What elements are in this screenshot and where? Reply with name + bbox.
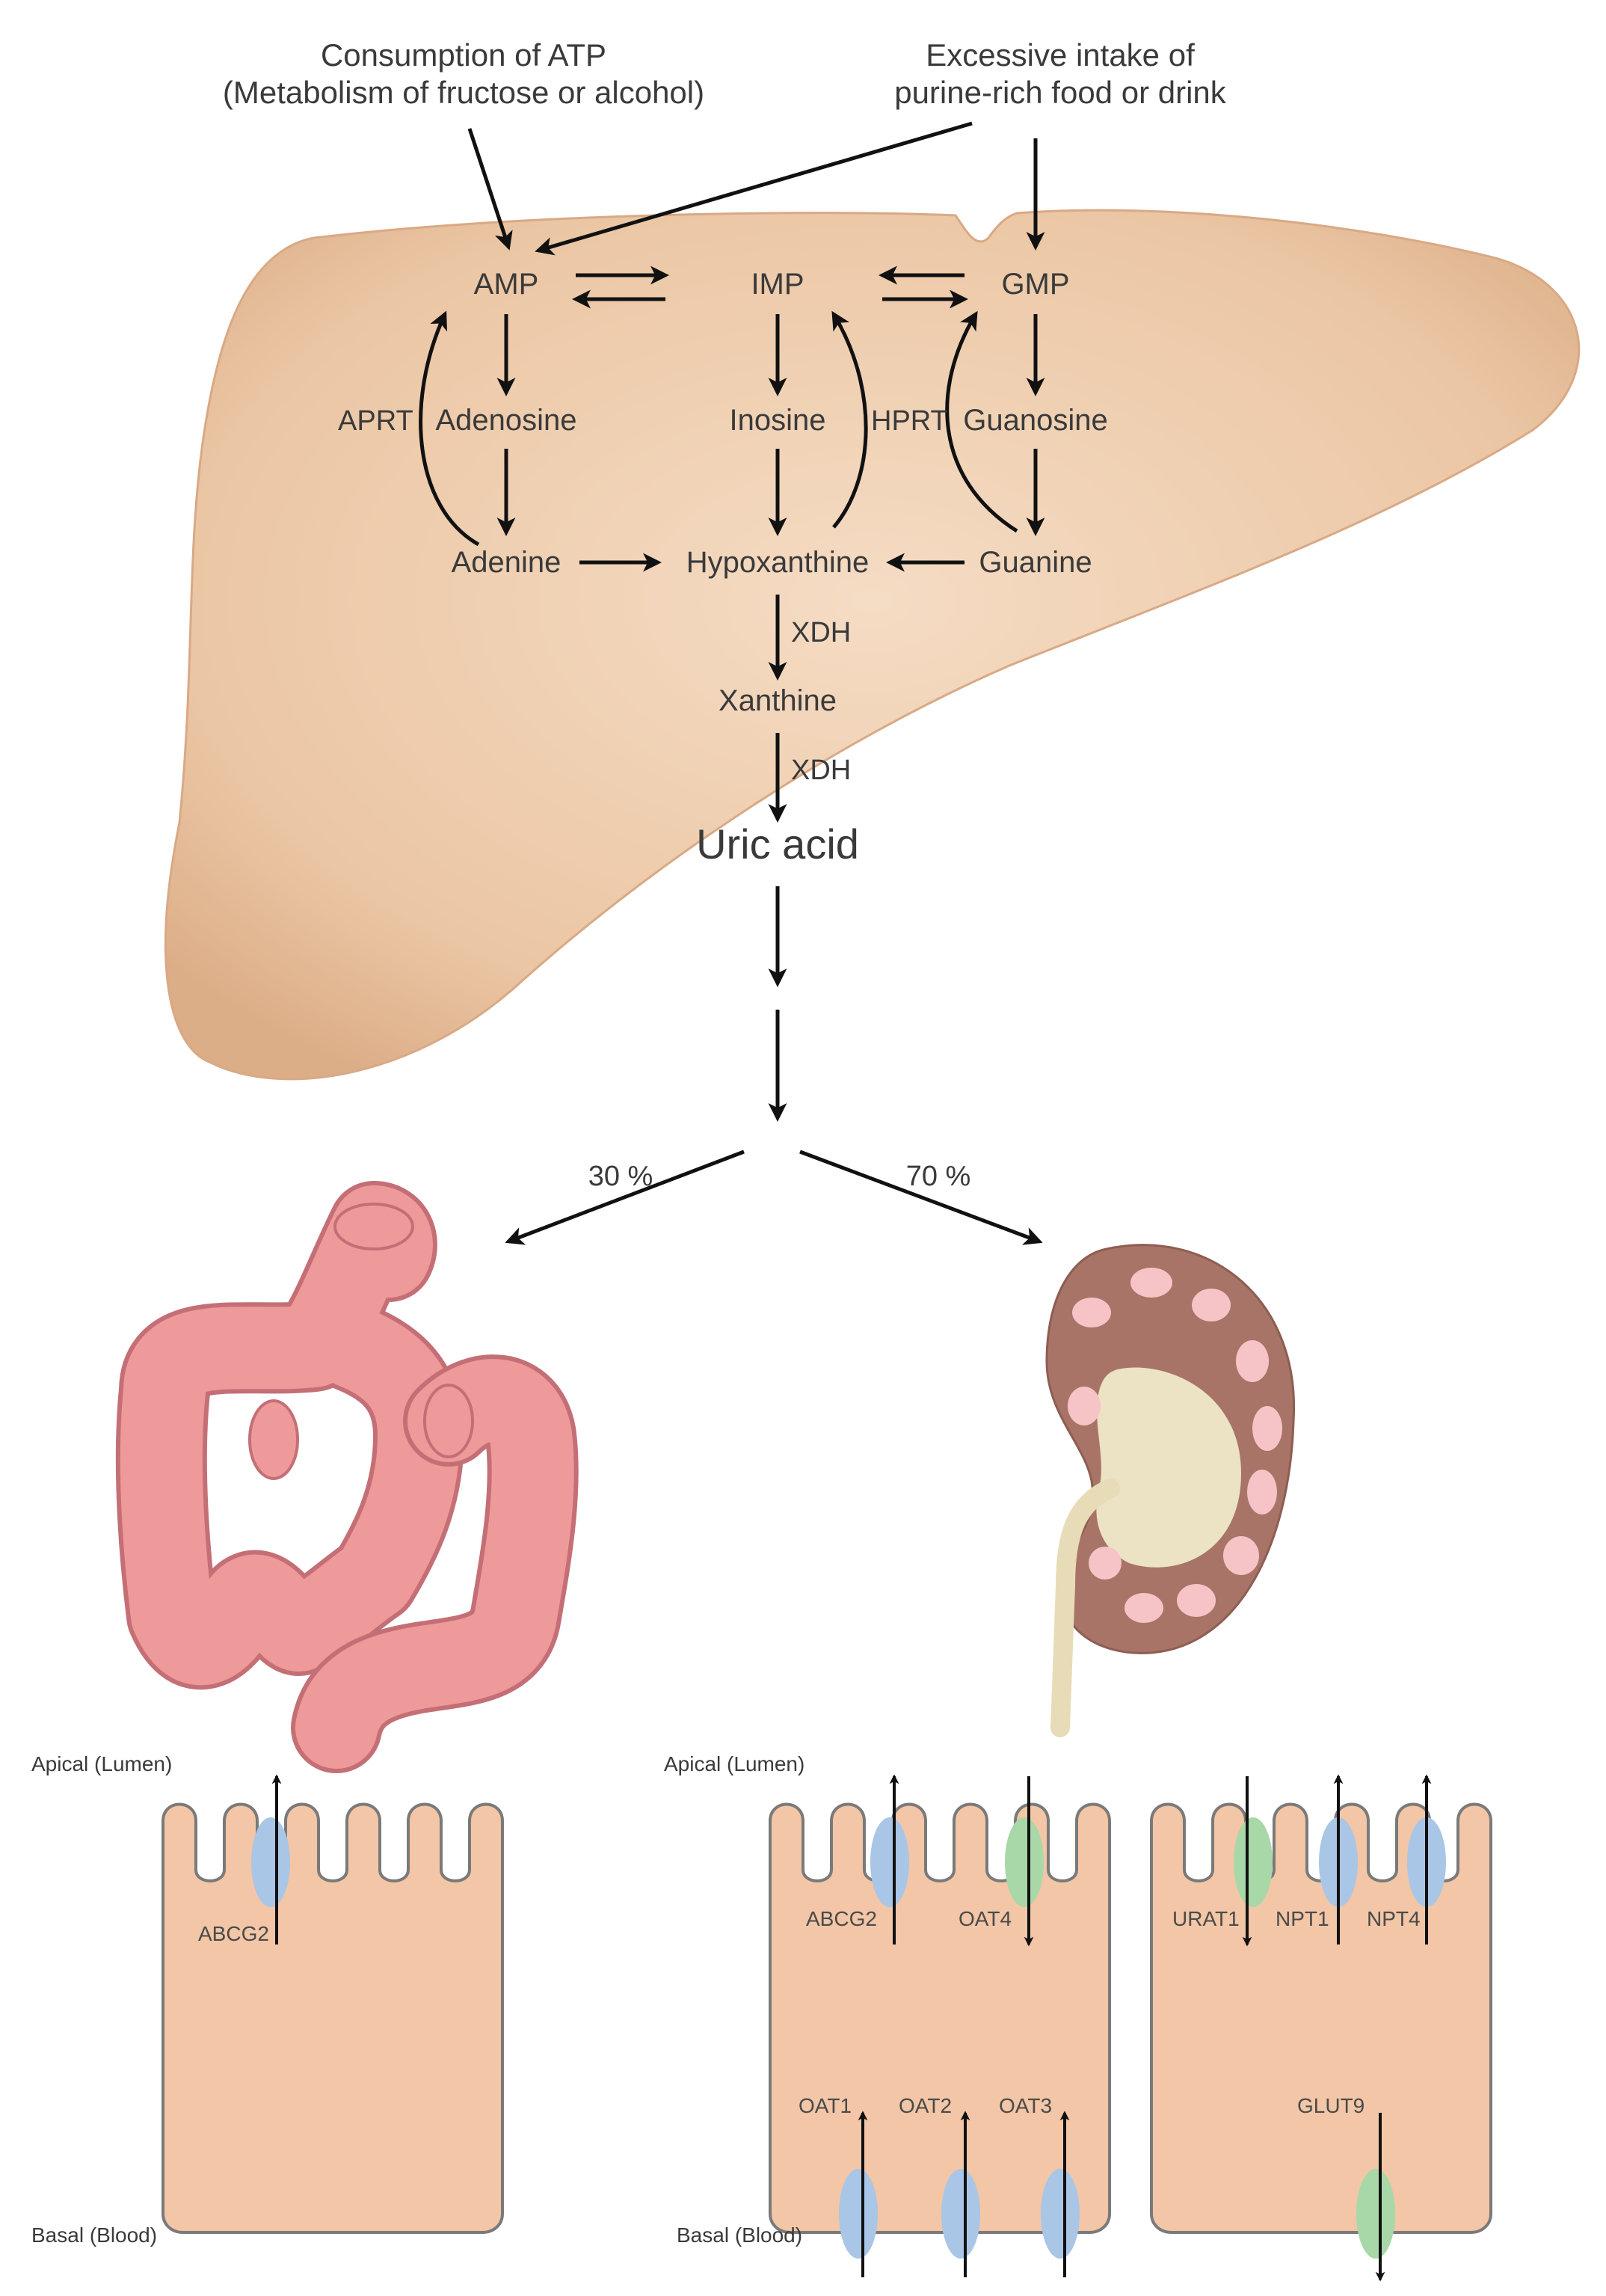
liver	[164, 209, 1581, 1081]
kidney-abcg2-label: ABCG2	[806, 1907, 877, 1930]
intestine-abcg2-label: ABCG2	[198, 1922, 269, 1945]
oat3-label: OAT3	[999, 2094, 1052, 2117]
npt4-label: NPT4	[1367, 1907, 1421, 1930]
kidney-illustration	[1045, 1244, 1296, 1737]
guanine-label: Guanine	[979, 546, 1092, 579]
xdh-enzyme-label-1: XDH	[791, 617, 851, 648]
amp-label: AMP	[474, 268, 539, 301]
kidney-excretion-percent: 70 %	[906, 1161, 971, 1192]
adenine-label: Adenine	[452, 546, 562, 579]
transporters	[251, 1774, 1446, 2282]
intestine-apical-label: Apical (Lumen)	[31, 1752, 172, 1775]
atp-consumption-label: Consumption of ATP	[321, 37, 606, 73]
adenosine-label: Adenosine	[435, 404, 576, 437]
xdh-enzyme-label-2: XDH	[791, 755, 851, 786]
oat2-label: OAT2	[899, 2094, 952, 2117]
pathway-arrows	[419, 121, 1045, 1245]
uric-acid-label: Uric acid	[696, 820, 859, 868]
purine-intake-detail: purine-rich food or drink	[894, 75, 1227, 110]
kidney-apical-label: Apical (Lumen)	[664, 1752, 804, 1775]
hypoxanthine-label: Hypoxanthine	[686, 546, 870, 579]
oat4-label: OAT4	[959, 1907, 1012, 1930]
xanthine-label: Xanthine	[719, 684, 837, 717]
kidney-basal-label: Basal (Blood)	[677, 2223, 802, 2247]
imp-label: IMP	[751, 268, 804, 301]
intestinal-epithelial-cell	[161, 1802, 504, 2234]
purine-intake-label: Excessive intake of	[926, 37, 1195, 73]
hprt-enzyme-label: HPRT	[871, 405, 948, 437]
intestine-illustration	[115, 1181, 579, 1773]
liver-shape	[164, 209, 1581, 1081]
glut9-label: GLUT9	[1297, 2094, 1365, 2117]
gmp-label: GMP	[1001, 268, 1069, 301]
aprt-enzyme-label: APRT	[338, 405, 413, 437]
renal-tubular-cell-2	[1150, 1802, 1492, 2234]
atp-consumption-detail: (Metabolism of fructose or alcohol)	[223, 75, 704, 110]
oat1-label: OAT1	[799, 2094, 852, 2117]
npt1-label: NPT1	[1276, 1907, 1329, 1930]
intestine-excretion-percent: 30 %	[588, 1161, 653, 1192]
urat1-label: URAT1	[1172, 1907, 1240, 1930]
inosine-label: Inosine	[730, 404, 826, 437]
intestine-basal-label: Basal (Blood)	[31, 2223, 157, 2247]
renal-tubular-cell-1	[769, 1802, 1111, 2234]
guanosine-label: Guanosine	[963, 404, 1107, 437]
